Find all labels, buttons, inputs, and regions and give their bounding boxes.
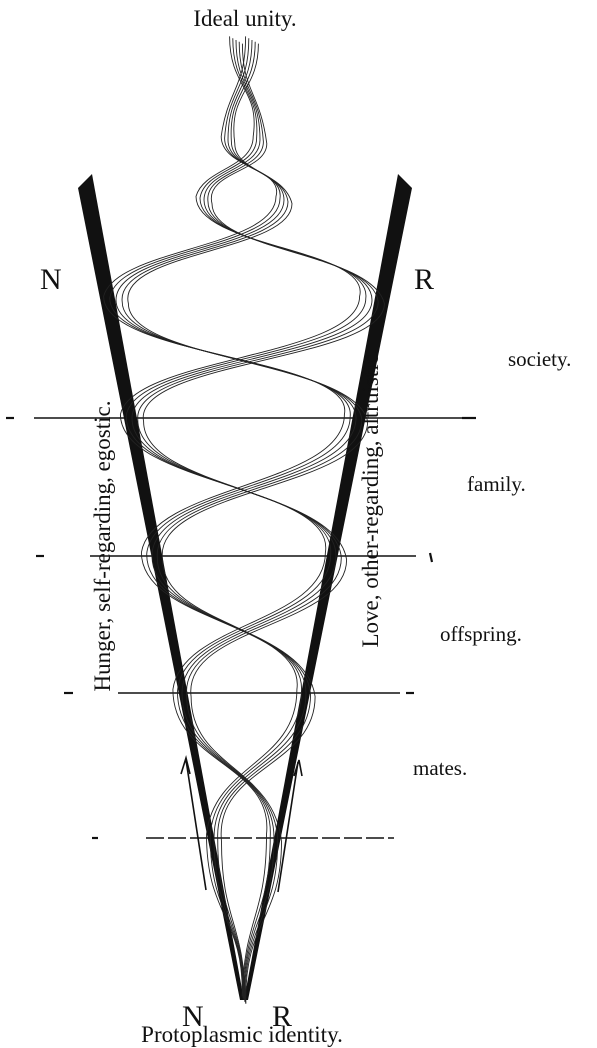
bottom-label: Protoplasmic identity. bbox=[141, 1022, 343, 1047]
right-cone-edge bbox=[244, 174, 412, 1000]
left-side-label: Hunger, self-regarding, egostic. bbox=[90, 401, 115, 692]
right-side-label: Love, other-regarding, altruistic. bbox=[358, 348, 383, 647]
stage-label-society: society. bbox=[508, 347, 571, 371]
stage-label-family: family. bbox=[467, 472, 526, 496]
top-label: Ideal unity. bbox=[193, 6, 296, 31]
strand-path bbox=[120, 36, 360, 996]
strand-path bbox=[126, 38, 366, 998]
top-left-letter: N bbox=[40, 263, 62, 296]
strand-path bbox=[122, 42, 362, 1002]
strand-path bbox=[143, 44, 384, 1004]
top-right-letter: R bbox=[414, 263, 434, 296]
band-tick-right-2 bbox=[430, 553, 432, 562]
strand-path bbox=[128, 44, 368, 1004]
stage-label-mates: mates. bbox=[413, 756, 467, 780]
stage-label-offspring: offspring. bbox=[440, 622, 522, 646]
